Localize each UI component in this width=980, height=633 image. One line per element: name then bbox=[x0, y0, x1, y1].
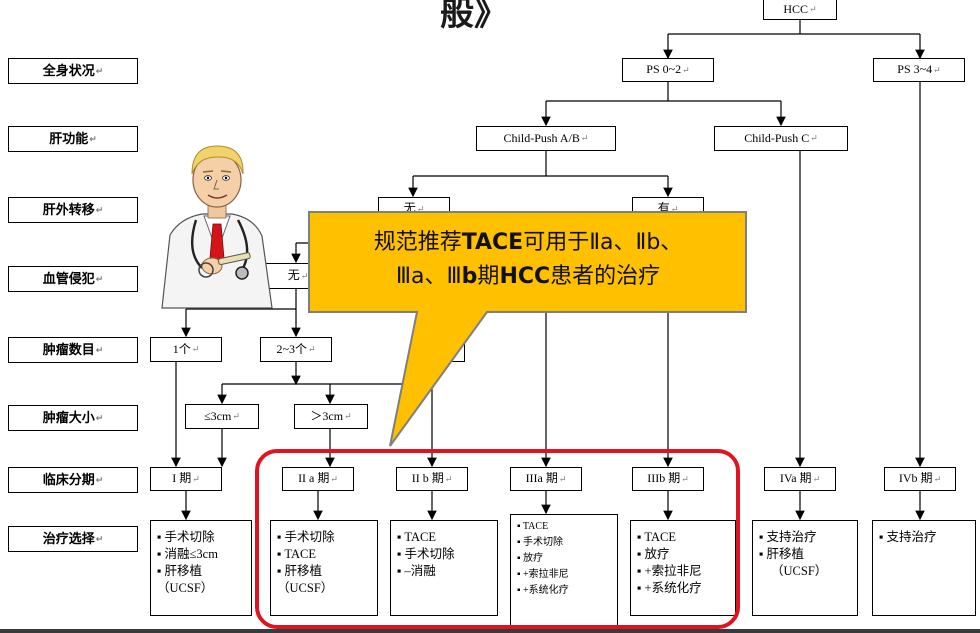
node-ps-0-2: PS 0~2↵ bbox=[622, 58, 714, 82]
treatment-stage-iiib: ▪ TACE ▪ 放疗 ▪ +索拉非尼 ▪ +系统化疗 bbox=[630, 520, 736, 616]
node-has-metastasis: 有↵ bbox=[632, 197, 704, 221]
node-hidden-fragment bbox=[437, 340, 465, 362]
row-label-vascular: 血管侵犯↵ bbox=[8, 266, 138, 292]
treatment-stage-iia: ▪ 手术切除 ▪ TACE ▪ 肝移植 （UCSF） bbox=[270, 520, 378, 616]
treatment-stage-ivb: ▪ 支持治疗 bbox=[872, 520, 976, 616]
stage-iva: IVa 期↵ bbox=[764, 467, 836, 491]
node-size-gt-3cm: ＞3cm↵ bbox=[294, 404, 368, 429]
node-two-three-tumors: 2~3个↵ bbox=[260, 337, 332, 362]
node-ps-3-4: PS 3~4↵ bbox=[873, 58, 965, 82]
bottom-border bbox=[0, 629, 980, 633]
doctor-illustration bbox=[161, 145, 273, 309]
stage-iiib: IIIb 期↵ bbox=[632, 467, 704, 491]
treatment-stage-iiia: ▪ TACE ▪ 手术切除 ▪ 放疗 ▪ +索拉非尼 ▪ +系统化疗 bbox=[510, 514, 618, 626]
stage-iiia: IIIa 期↵ bbox=[510, 467, 582, 491]
row-label-general: 全身状况↵ bbox=[8, 58, 138, 84]
node-size-le-3cm: ≤3cm↵ bbox=[185, 404, 259, 429]
row-label-size: 肿瘤大小↵ bbox=[8, 405, 138, 431]
row-label-treatment: 治疗选择↵ bbox=[8, 526, 138, 552]
slide-title: 般》 bbox=[440, 0, 508, 33]
row-label-metastasis: 肝外转移↵ bbox=[8, 197, 138, 223]
node-child-push-ab: Child-Push A/B↵ bbox=[476, 126, 616, 151]
node-hcc: HCC↵ bbox=[763, 0, 837, 20]
stage-iia: II a 期↵ bbox=[282, 467, 354, 491]
row-label-count: 肿瘤数目↵ bbox=[8, 337, 138, 363]
stage-iib: II b 期↵ bbox=[396, 467, 468, 491]
stage-ivb: IVb 期↵ bbox=[884, 467, 956, 491]
node-one-tumor: 1个↵ bbox=[150, 337, 222, 362]
row-label-stage: 临床分期↵ bbox=[8, 467, 138, 493]
node-no-metastasis: 无↵ bbox=[378, 197, 450, 221]
callout-text: 规范推荐TACE可用于Ⅱa、Ⅱb、 Ⅲa、Ⅲb期HCC患者的治疗 bbox=[373, 230, 683, 289]
treatment-stage-iib: ▪ TACE ▪ 手术切除 ▪ –消融 bbox=[390, 520, 498, 616]
row-label-liver: 肝功能↵ bbox=[8, 126, 138, 152]
treatment-stage-i: ▪ 手术切除 ▪ 消融≤3cm ▪ 肝移植 （UCSF） bbox=[150, 520, 252, 616]
treatment-stage-iva: ▪ 支持治疗 ▪ 肝移植 （UCSF） bbox=[752, 520, 858, 616]
highlight-frame-tace-stages bbox=[255, 449, 740, 629]
node-child-push-c: Child-Push C↵ bbox=[714, 126, 848, 151]
stage-i: I 期↵ bbox=[150, 467, 222, 491]
